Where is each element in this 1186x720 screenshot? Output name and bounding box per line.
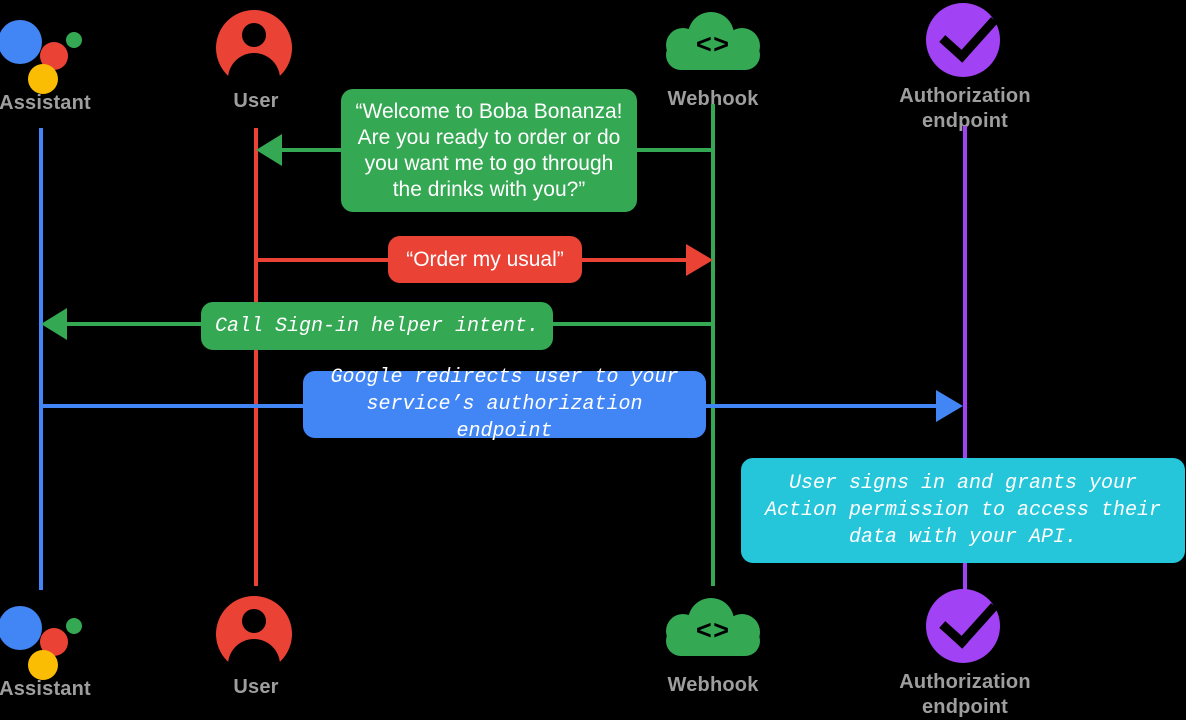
message-arrowhead-order bbox=[686, 244, 713, 276]
assistant-dot-green bbox=[66, 618, 82, 634]
check-circle bbox=[926, 588, 1000, 663]
message-text-welcome: “Welcome to Boba Bonanza! Are you ready … bbox=[355, 99, 623, 201]
note-bubble-user-grants-permission: User signs in and grants your Action per… bbox=[741, 458, 1185, 563]
message-arrowhead-welcome bbox=[256, 134, 282, 166]
message-bubble-welcome: “Welcome to Boba Bonanza! Are you ready … bbox=[341, 89, 637, 212]
message-bubble-signin-helper: Call Sign-in helper intent. bbox=[201, 302, 553, 350]
user-avatar-body bbox=[228, 639, 280, 673]
checkmark-glyph bbox=[939, 2, 998, 63]
message-bubble-google-redirect: Google redirects user to your service’s … bbox=[303, 366, 706, 443]
actor-auth-endpoint-top: Authorization endpoint bbox=[870, 2, 1060, 133]
cloud-shape: <> bbox=[666, 598, 760, 662]
user-avatar-icon bbox=[161, 8, 351, 88]
user-avatar-body bbox=[228, 53, 280, 87]
actor-user-top: User bbox=[161, 8, 351, 113]
actor-label-assistant-bottom: Assistant bbox=[0, 678, 91, 700]
message-arrowhead-signin-helper bbox=[41, 308, 67, 340]
google-assistant-dots-icon bbox=[0, 596, 140, 680]
assistant-dot-blue bbox=[0, 20, 42, 64]
cloud-base bbox=[666, 626, 760, 656]
cloud-base bbox=[666, 40, 760, 70]
lifeline-user bbox=[254, 128, 258, 586]
message-bubble-order: “Order my usual” bbox=[388, 236, 582, 283]
actor-label-auth-top-line2: endpoint bbox=[921, 110, 1009, 132]
actor-auth-endpoint-bottom: Authorization endpoint bbox=[870, 588, 1060, 719]
check-circle bbox=[926, 2, 1000, 77]
cloud-code-icon: <> bbox=[618, 6, 808, 86]
actor-webhook-top: <> Webhook bbox=[618, 6, 808, 111]
actor-label-user-top: User bbox=[233, 90, 279, 112]
google-assistant-dots-icon bbox=[0, 10, 140, 94]
actor-label-assistant-top: Assistant bbox=[0, 92, 91, 114]
code-brackets-glyph: <> bbox=[695, 618, 731, 648]
note-text-user-grants-permission: User signs in and grants your Action per… bbox=[764, 472, 1162, 549]
message-text-google-redirect: Google redirects user to your service’s … bbox=[330, 366, 679, 443]
user-avatar-head bbox=[242, 609, 266, 633]
message-arrowhead-google-redirect bbox=[936, 390, 963, 422]
lifeline-auth-endpoint bbox=[963, 126, 967, 590]
actor-label-auth-top-line1: Authorization bbox=[899, 85, 1031, 107]
cloud-shape: <> bbox=[666, 12, 760, 76]
user-avatar-icon bbox=[161, 594, 351, 674]
purple-check-circle-icon bbox=[870, 2, 1060, 83]
user-avatar-circle bbox=[216, 596, 292, 673]
lifeline-webhook bbox=[711, 104, 715, 586]
checkmark-glyph bbox=[939, 588, 998, 649]
purple-check-circle-icon bbox=[870, 588, 1060, 669]
actor-label-auth-bottom-line1: Authorization bbox=[899, 671, 1031, 693]
actor-label-auth-bottom-line2: endpoint bbox=[921, 696, 1009, 718]
actor-label-webhook-bottom: Webhook bbox=[667, 674, 759, 696]
code-brackets-glyph: <> bbox=[695, 32, 731, 62]
user-avatar-circle bbox=[216, 10, 292, 87]
cloud-code-icon: <> bbox=[618, 592, 808, 672]
actor-user-bottom: User bbox=[161, 594, 351, 699]
assistant-dot-blue bbox=[0, 606, 42, 650]
assistant-dot-yellow bbox=[28, 650, 58, 680]
assistant-dot-yellow bbox=[28, 64, 58, 94]
actor-webhook-bottom: <> Webhook bbox=[618, 592, 808, 697]
actor-assistant-top: Assistant bbox=[0, 10, 140, 115]
actor-label-user-bottom: User bbox=[233, 676, 279, 698]
assistant-dot-green bbox=[66, 32, 82, 48]
message-text-signin-helper: Call Sign-in helper intent. bbox=[214, 314, 540, 338]
message-text-order: “Order my usual” bbox=[406, 247, 564, 271]
actor-label-webhook-top: Webhook bbox=[667, 88, 759, 110]
actor-assistant-bottom: Assistant bbox=[0, 596, 140, 701]
lifeline-assistant bbox=[39, 128, 43, 590]
user-avatar-head bbox=[242, 23, 266, 47]
